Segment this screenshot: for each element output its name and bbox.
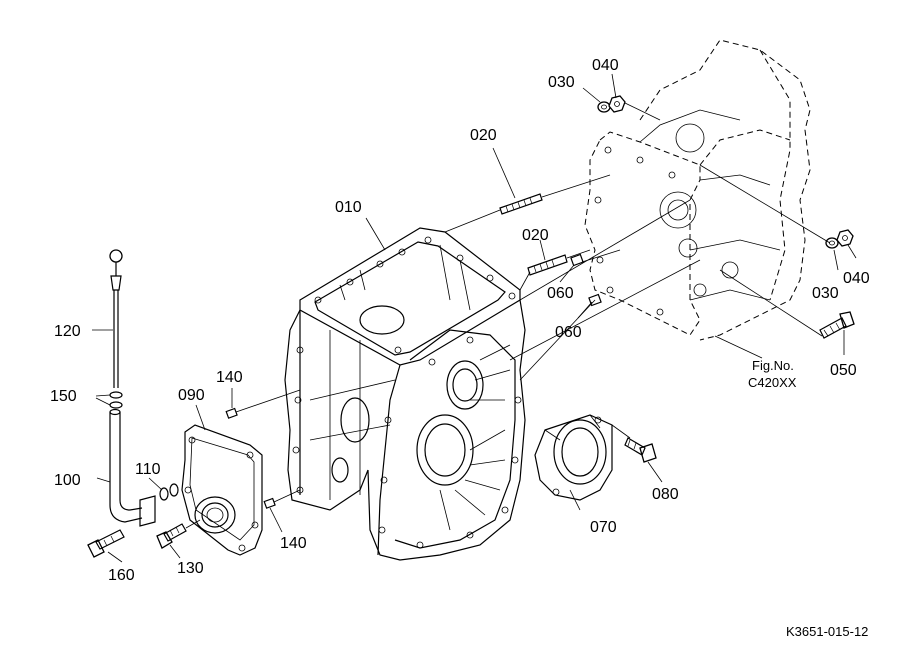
o-rings-110 (159, 483, 179, 501)
fig-no-value: C420XX (748, 375, 797, 390)
main-case (284, 227, 526, 561)
rear-housing (584, 39, 811, 341)
label-100: 100 (54, 472, 81, 489)
label-010: 010 (335, 199, 362, 216)
label-020-upper: 020 (470, 127, 497, 144)
label-030-right: 030 (812, 285, 839, 302)
bolt-130 (156, 523, 187, 549)
label-060-upper: 060 (547, 285, 574, 302)
pin-060-upper (570, 253, 584, 267)
o-rings-150 (109, 391, 123, 409)
nut-washer-upper (597, 95, 626, 113)
bolt-050 (819, 311, 855, 339)
label-090: 090 (178, 387, 205, 404)
stud-020-upper (499, 193, 543, 215)
pin-060-lower (588, 293, 602, 307)
assembly-lines (185, 102, 831, 529)
stud-020-lower (527, 254, 568, 276)
bolt-080 (624, 437, 657, 463)
pin-140-upper (225, 407, 238, 419)
nut-washer-right (825, 229, 854, 249)
label-060-lower: 060 (555, 324, 582, 341)
cover-plate (181, 424, 263, 556)
label-150: 150 (50, 388, 77, 405)
label-140-lower: 140 (280, 535, 307, 552)
guide-pipe (109, 408, 156, 527)
label-110: 110 (135, 461, 161, 478)
label-020-lower: 020 (522, 227, 549, 244)
bearing-holder (534, 414, 613, 501)
label-120: 120 (54, 323, 81, 340)
label-140-upper: 140 (216, 369, 243, 386)
label-040-upper: 040 (592, 57, 619, 74)
drawing-code: K3651-015-12 (786, 624, 868, 639)
callout-leaders (92, 73, 857, 563)
label-160: 160 (108, 567, 135, 584)
fig-no-label: Fig.No. (752, 358, 794, 373)
dipstick (109, 249, 123, 388)
pin-140-lower (263, 497, 276, 509)
label-070: 070 (590, 519, 617, 536)
part-labels: 010 020 020 030 040 030 040 050 060 060 … (50, 57, 870, 584)
figure-reference: Fig.No. C420XX (748, 358, 797, 390)
label-080: 080 (652, 486, 679, 503)
label-040-right: 040 (843, 270, 870, 287)
label-050: 050 (830, 362, 857, 379)
label-030-upper: 030 (548, 74, 575, 91)
label-130: 130 (177, 560, 204, 577)
bolt-160 (87, 529, 125, 558)
